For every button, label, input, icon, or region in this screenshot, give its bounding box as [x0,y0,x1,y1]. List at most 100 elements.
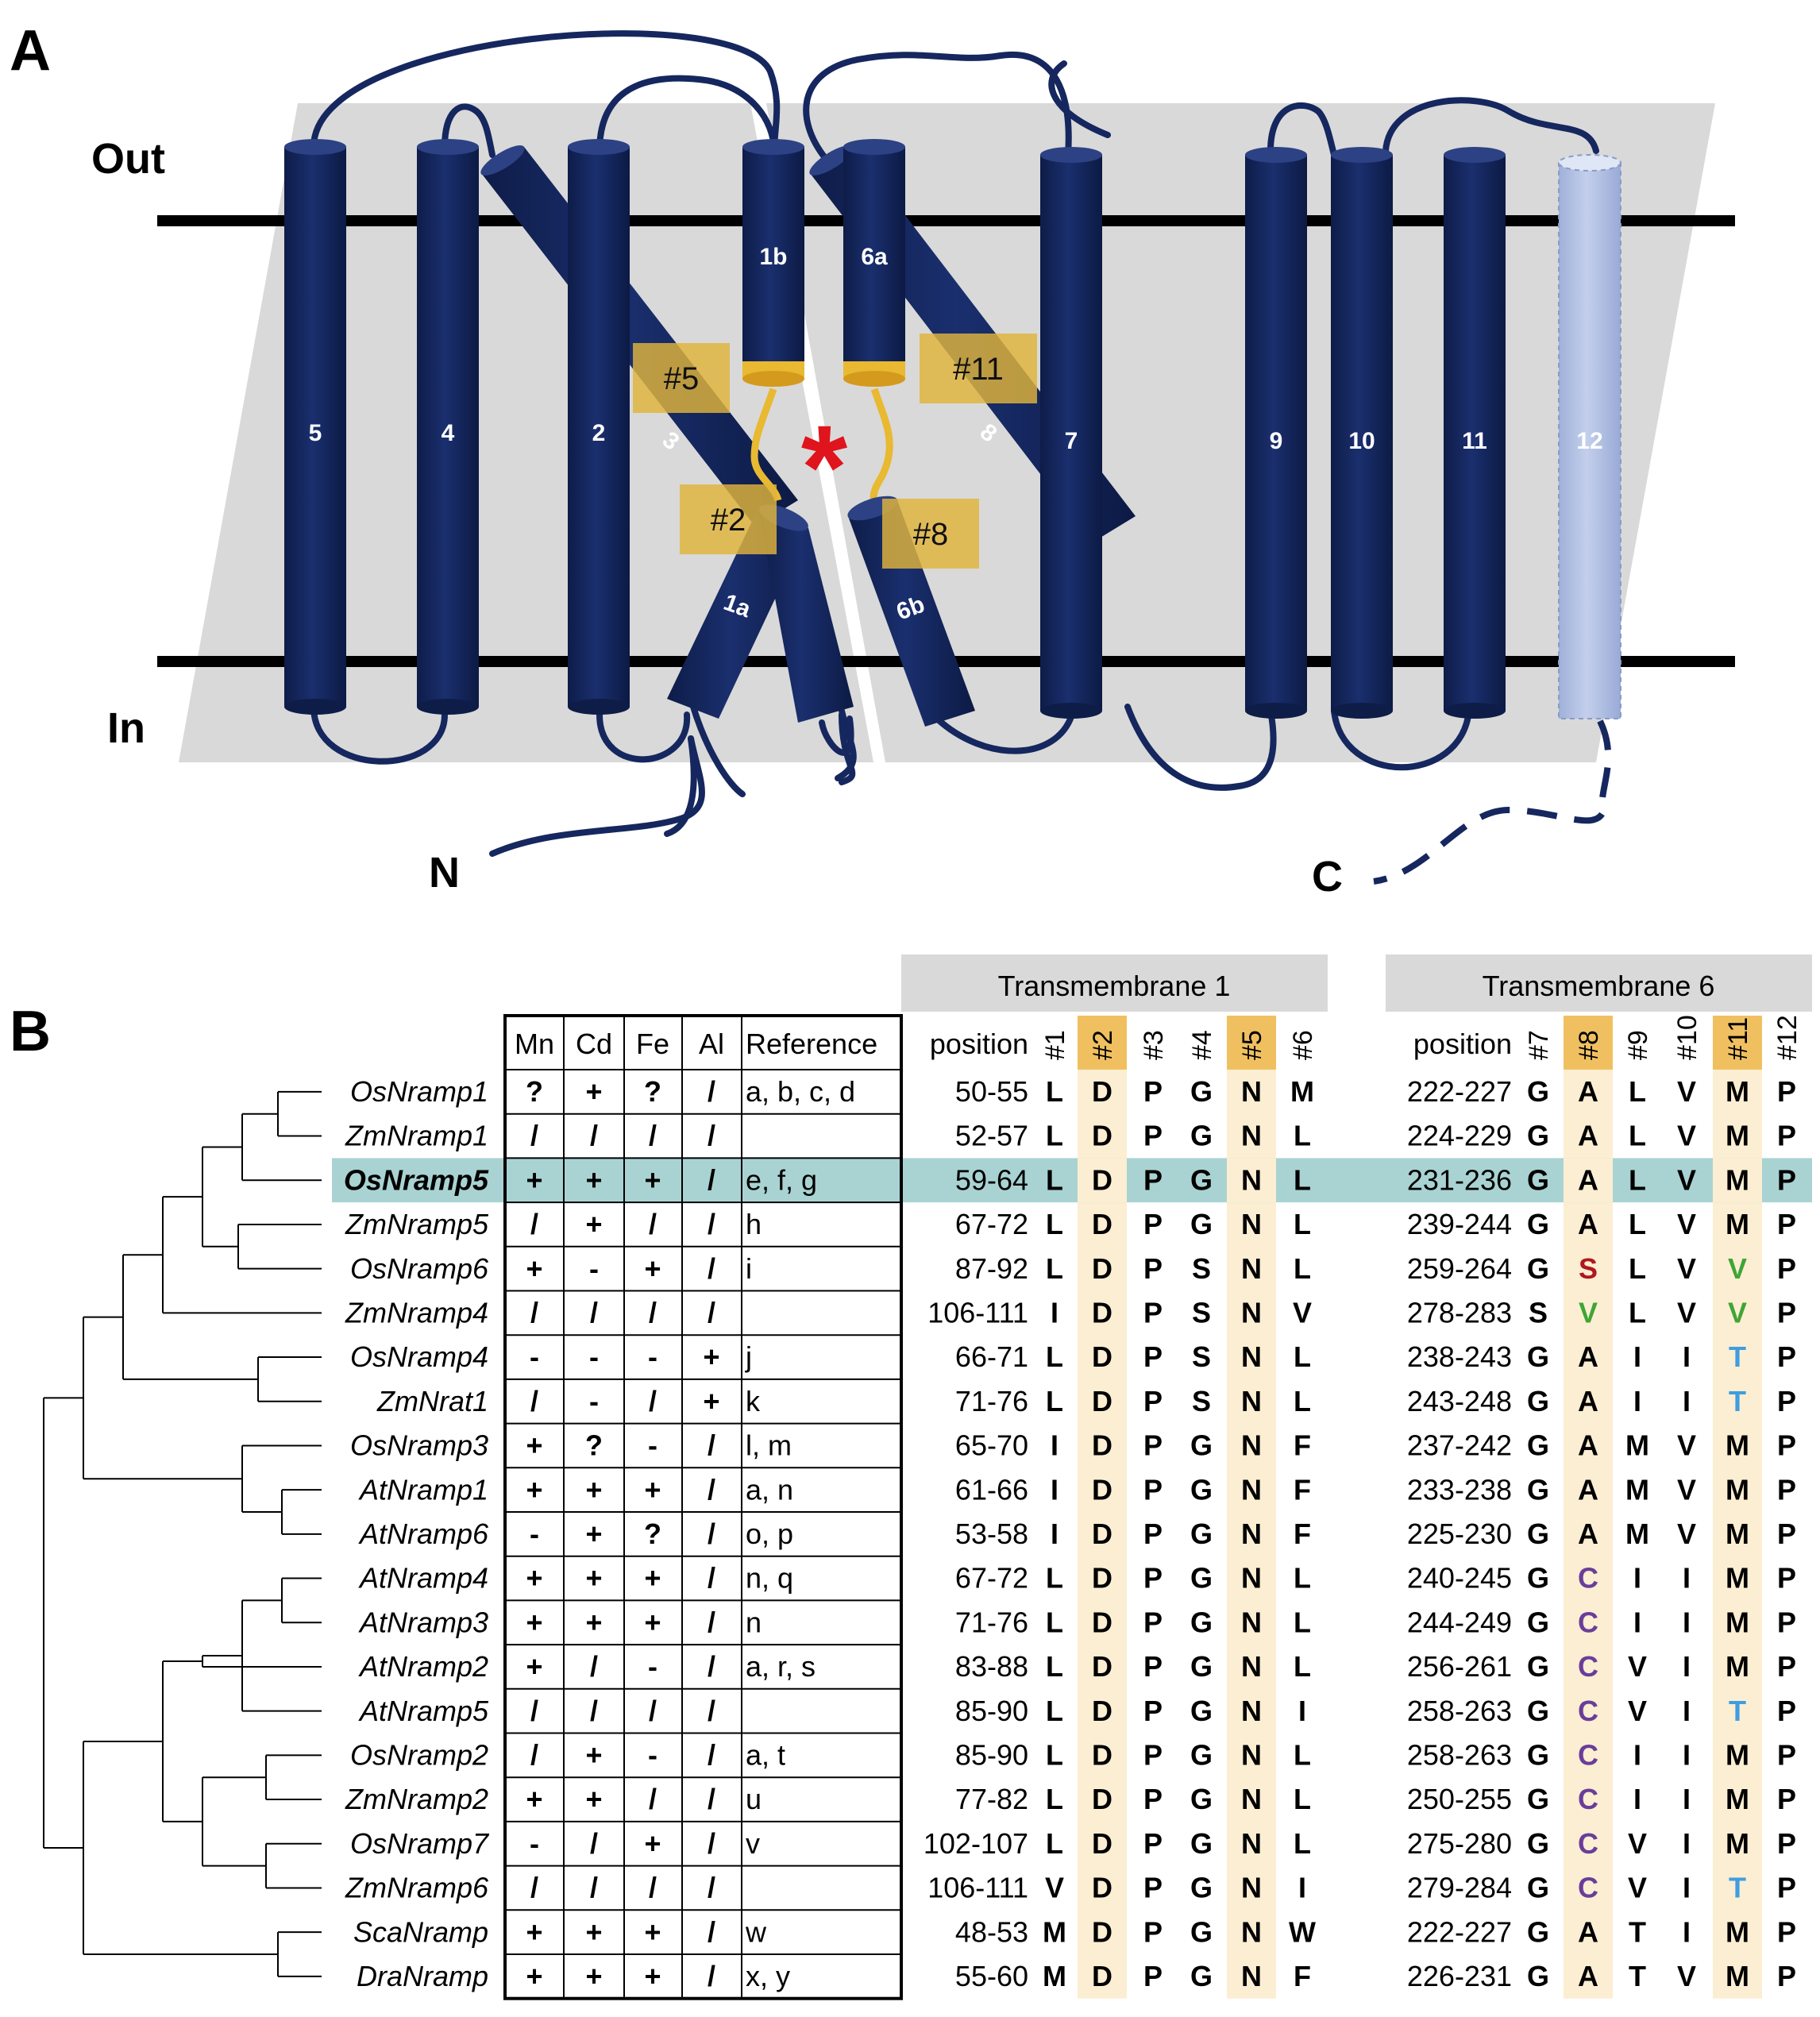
cell-reference: j [745,1340,752,1373]
tm1-position: 77-82 [955,1783,1028,1815]
site-box-5: #5 [633,343,730,413]
tm6-position: 258-263 [1407,1739,1512,1772]
cell-fe: ? [644,1075,661,1108]
tm6-residue: V [1728,1252,1747,1285]
cell-al: / [708,1252,715,1285]
helix-3: 3 [480,145,798,526]
tm6-residue: P [1777,1163,1796,1196]
tm6-position: 243-248 [1407,1385,1512,1417]
tm6-residue: A [1578,1429,1598,1462]
tm6-residue: P [1777,1650,1796,1683]
gene-name: ZmNramp1 [345,1120,488,1152]
tm6-position: 224-229 [1407,1120,1512,1152]
gene-name: OsNramp4 [350,1340,488,1373]
tm6-residue: M [1726,1960,1749,1992]
cell-cd: ? [585,1429,603,1462]
tm1-residue: L [1294,1606,1311,1638]
gene-name: OsNramp5 [344,1163,489,1196]
tm1-position: 106-111 [927,1297,1028,1329]
tm1-residue: G [1190,1429,1213,1462]
cell-fe: + [644,1827,661,1860]
tm1-residue: D [1092,1739,1112,1772]
tm6-residue: T [1729,1695,1746,1727]
svg-text:#11: #11 [953,352,1004,387]
cell-cd: - [589,1252,599,1285]
tm1-residue: L [1046,1340,1063,1373]
tm1-residue: G [1190,1739,1213,1772]
site-box-8: #8 [882,499,979,569]
tm1-residue: G [1190,1120,1213,1152]
tm6-residue: M [1726,1739,1749,1772]
tm6-residue: G [1527,1872,1549,1904]
tm6-residue: I [1633,1385,1641,1417]
cell-cd: + [585,1739,602,1772]
tm1-position: 61-66 [955,1473,1028,1506]
gene-name: AtNramp5 [358,1695,489,1727]
tm6-residue: A [1578,1340,1598,1373]
tm1-residue: G [1190,1915,1213,1948]
tm6-residue: I [1683,1695,1691,1727]
tm6-residue: V [1677,1163,1696,1196]
tm6-residue: M [1726,1518,1749,1550]
tm6-residue: T [1629,1915,1646,1948]
tm6-residue: P [1777,1518,1796,1550]
tm6-position: 256-261 [1407,1650,1512,1683]
tm1-residue: G [1190,1783,1213,1815]
tm6-residue: M [1726,1163,1749,1196]
tm1-residue: L [1046,1163,1063,1196]
svg-text:#2: #2 [711,503,746,538]
cell-reference: l, m [746,1429,792,1462]
helix-9-label: 9 [1270,428,1283,454]
tm6-residue: P [1777,1385,1796,1417]
tm1-site-header: #5 [1237,1030,1267,1060]
tm1-residue: N [1241,1695,1262,1727]
cell-mn: + [526,1429,542,1462]
tm1-residue: G [1190,1872,1213,1904]
tm6-residue: G [1527,1120,1549,1152]
tm1-residue: L [1294,1252,1311,1285]
tm6-residue: M [1726,1075,1749,1108]
tm1-residue: L [1046,1650,1063,1683]
cell-al: + [703,1340,719,1373]
tm1-position: 85-90 [955,1695,1028,1727]
tm1-residue: W [1289,1915,1316,1948]
tm1-header: Transmembrane 1 [998,970,1231,1002]
cell-reference: k [746,1385,761,1417]
cell-mn: / [530,1872,538,1904]
tm6-residue: P [1777,1429,1796,1462]
cell-fe: ? [644,1518,661,1550]
cell-al: / [708,1429,715,1462]
tm6-residue: M [1726,1208,1749,1240]
tm6-position: 226-231 [1407,1960,1512,1992]
tm1-residue: I [1298,1695,1306,1727]
tm6-residue: V [1579,1297,1598,1329]
cell-fe: / [649,1208,657,1240]
tm6-residue: G [1527,1208,1549,1240]
tm1-residue: N [1241,1915,1262,1948]
tm1-position: 52-57 [955,1120,1028,1152]
unwound-linker-6 [870,388,893,499]
tm1-residue: V [1293,1297,1312,1329]
tm6-residue: T [1629,1960,1646,1992]
col-header-cd: Cd [576,1028,612,1060]
tm1-residue: P [1143,1208,1163,1240]
tm1-site-header: #2 [1088,1030,1118,1060]
tm6-residue: V [1677,1429,1696,1462]
tm1-position: 106-111 [927,1872,1028,1904]
helix-12-label: 12 [1576,428,1602,454]
cell-reference: i [746,1252,752,1285]
tm1-site-header: #6 [1288,1030,1318,1060]
tm6-position: 237-242 [1407,1429,1512,1462]
tm1-residue: D [1092,1960,1112,1992]
tm6-residue: G [1527,1960,1549,1992]
tm6-residue: I [1683,1739,1691,1772]
tm6-residue: V [1677,1075,1696,1108]
cell-mn: - [530,1827,539,1860]
tm1-residue: L [1294,1650,1311,1683]
tm6-residue: P [1777,1562,1796,1595]
tm6-position: 275-280 [1407,1827,1512,1860]
tm6-residue: C [1578,1650,1598,1683]
loops [310,30,1599,857]
tm6-residue: P [1777,1915,1796,1948]
tm1-residue: L [1046,1562,1063,1595]
